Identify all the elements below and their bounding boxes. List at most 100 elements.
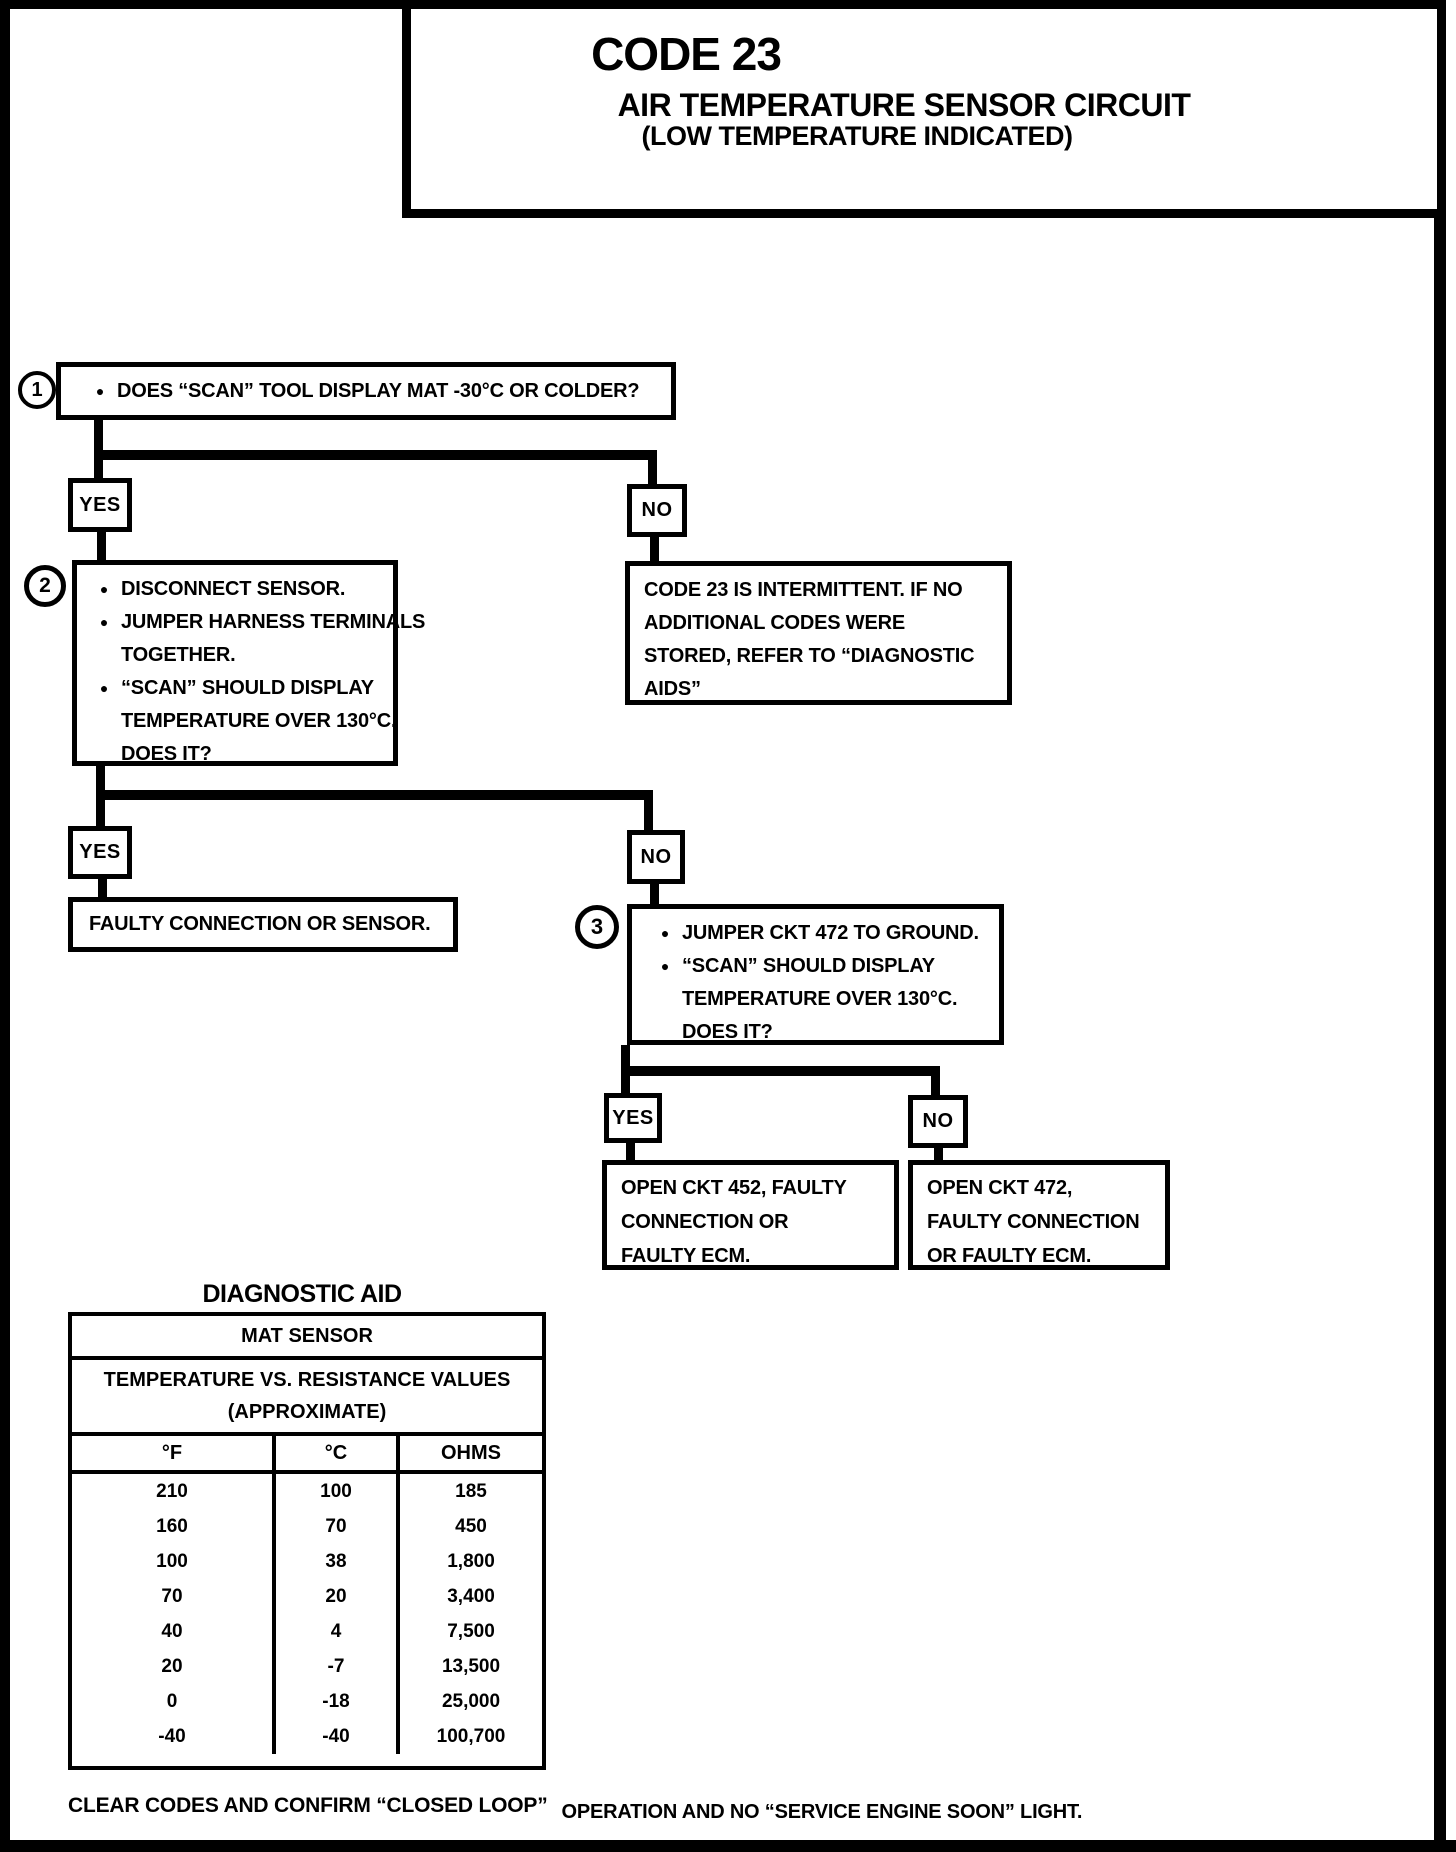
connector	[96, 790, 653, 800]
text-line: FAULTY ECM.	[621, 1245, 751, 1267]
page-subtitle: AIR TEMPERATURE SENSOR CIRCUIT	[617, 87, 1191, 123]
bullet-icon: ●	[660, 958, 670, 974]
page-subtitle-2: (LOW TEMPERATURE INDICATED)	[641, 121, 1073, 151]
bullet-item: ● DISCONNECT SENSOR.	[87, 573, 387, 606]
bullet-text: DOES “SCAN” TOOL DISPLAY MAT -30°C OR CO…	[117, 379, 640, 402]
connector	[644, 790, 653, 832]
footer-note-part2: OPERATION AND NO “SERVICE ENGINE SOON” L…	[561, 1801, 1083, 1823]
connector	[97, 532, 106, 562]
bullet-item: ● JUMPER CKT 472 TO GROUND.	[648, 917, 993, 950]
step-1-number: 1	[18, 371, 56, 409]
table-title: MAT SENSOR	[72, 1316, 542, 1360]
branch-1-no: NO	[627, 484, 687, 537]
footer-note-part1: CLEAR CODES AND CONFIRM “CLOSED LOOP”	[68, 1794, 548, 1817]
connector	[621, 1066, 940, 1076]
text-line: OR FAULTY ECM.	[927, 1245, 1092, 1267]
diagnostic-aid-table: MAT SENSOR TEMPERATURE VS. RESISTANCE VA…	[68, 1312, 546, 1770]
table-cell: 70	[161, 1585, 183, 1607]
flow-step-1-box: ● DOES “SCAN” TOOL DISPLAY MAT -30°C OR C…	[56, 362, 676, 420]
step-2-number: 2	[24, 565, 66, 607]
connector	[94, 450, 657, 460]
table-row: 100 38 1,800	[72, 1544, 542, 1579]
table-cell: 7,500	[447, 1620, 495, 1642]
branch-2-yes: YES	[68, 826, 132, 879]
bullet-icon: ●	[99, 680, 109, 696]
text-line: FAULTY CONNECTION	[927, 1211, 1140, 1233]
table-cell: 4	[272, 1614, 400, 1649]
text-line: CODE 23 IS INTERMITTENT. IF NO	[644, 579, 963, 601]
bullet-icon: ●	[99, 581, 109, 597]
connector	[934, 1148, 943, 1160]
table-cell: 70	[272, 1509, 400, 1544]
connector	[931, 1066, 940, 1097]
intermittent-result-box: CODE 23 IS INTERMITTENT. IF NO ADDITIONAL…	[625, 561, 1012, 705]
column-header-c: °C	[272, 1436, 400, 1470]
connector	[94, 418, 103, 478]
table-cell: -7	[272, 1649, 400, 1684]
bullet-icon: ●	[660, 925, 670, 941]
text-line: STORED, REFER TO “DIAGNOSTIC	[644, 645, 975, 667]
table-row: 160 70 450	[72, 1509, 542, 1544]
page-border-right	[1434, 0, 1446, 1848]
table-cell: 450	[455, 1515, 487, 1537]
connector	[626, 1143, 635, 1160]
title-box: CODE 23 AIR TEMPERATURE SENSOR CIRCUIT (…	[402, 0, 1446, 218]
table-cell: 100,700	[436, 1725, 506, 1747]
branch-3-no: NO	[908, 1095, 968, 1148]
text-line: CONNECTION OR	[621, 1211, 789, 1233]
connector	[98, 879, 107, 897]
faulty-sensor-result-box: FAULTY CONNECTION OR SENSOR.	[68, 897, 458, 952]
table-cell: 100	[272, 1474, 400, 1509]
text-line: AIDS”	[644, 678, 701, 700]
table-subtitle-line1: TEMPERATURE VS. RESISTANCE VALUES	[103, 1369, 511, 1391]
connector	[650, 537, 659, 564]
bullet-icon: ●	[95, 382, 105, 399]
bullet-text: DISCONNECT SENSOR.	[121, 578, 346, 600]
page-title: CODE 23	[591, 28, 782, 80]
table-row: 0 -18 25,000	[72, 1684, 542, 1719]
column-header-ohms: OHMS	[441, 1441, 501, 1464]
text-line: ADDITIONAL CODES WERE	[644, 612, 905, 634]
connector	[650, 884, 659, 904]
flow-step-2-box: ● DISCONNECT SENSOR. ● JUMPER HARNESS TERMI…	[72, 560, 425, 766]
page-border-top	[0, 0, 412, 9]
faulty-sensor-text: FAULTY CONNECTION OR SENSOR.	[89, 913, 431, 935]
table-cell: 100	[156, 1550, 188, 1572]
bullet-text: JUMPER CKT 472 TO GROUND.	[682, 922, 979, 944]
table-cell: 13,500	[441, 1655, 501, 1677]
table-cell: 185	[455, 1480, 487, 1502]
table-cell: 38	[272, 1544, 400, 1579]
table-cell: 1,800	[447, 1550, 495, 1572]
branch-1-yes: YES	[68, 478, 132, 532]
bullet-item: ● DOES “SCAN” TOOL DISPLAY MAT -30°C OR C…	[83, 375, 640, 408]
table-header-row: °F °C OHMS	[72, 1436, 542, 1474]
diagnostic-aid-heading: DIAGNOSTIC AID	[202, 1280, 402, 1308]
table-cell: 0	[166, 1690, 178, 1712]
table-cell: -40	[158, 1725, 186, 1747]
branch-3-yes: YES	[604, 1093, 662, 1143]
page-border-left	[0, 0, 10, 1852]
page-border-bottom	[0, 1840, 1456, 1852]
table-cell: -18	[272, 1684, 400, 1719]
table-subtitle: TEMPERATURE VS. RESISTANCE VALUES (APPRO…	[72, 1360, 542, 1436]
branch-2-no: NO	[627, 830, 685, 884]
table-cell: -40	[272, 1719, 400, 1754]
table-cell: 160	[156, 1515, 188, 1537]
flow-step-3-box: ● JUMPER CKT 472 TO GROUND. ● “SCAN” SHOULD…	[627, 904, 1004, 1045]
bullet-icon: ●	[99, 614, 109, 630]
table-cell: 20	[272, 1579, 400, 1614]
table-cell: 25,000	[441, 1690, 501, 1712]
